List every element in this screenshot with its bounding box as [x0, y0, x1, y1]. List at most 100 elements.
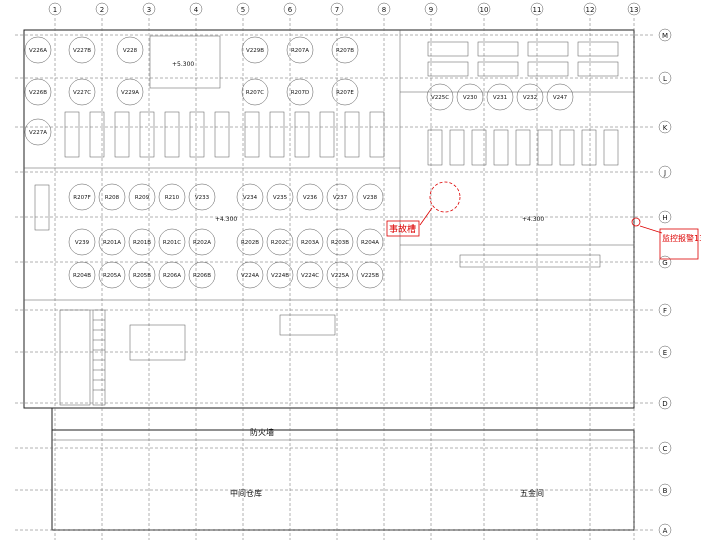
axis-label: 5	[241, 6, 245, 14]
tank-label: V232	[523, 95, 537, 101]
top-axis-bubbles: 1 2 3 4 5 6 7 8 9 10 11 12 13	[48, 2, 641, 16]
tank-outline	[266, 261, 294, 289]
tank-label: V227A	[29, 130, 47, 136]
axis-label: B	[663, 487, 668, 495]
tank: V232	[516, 83, 544, 111]
tank: R201C	[158, 228, 186, 256]
tank-outline	[326, 228, 354, 256]
tank: R202C	[266, 228, 294, 256]
tank-label: R207B	[336, 48, 354, 54]
tank-label: V229B	[246, 48, 264, 54]
tank: V235	[266, 183, 294, 211]
tank: R205B	[128, 261, 156, 289]
axis-label: 12	[586, 6, 595, 14]
tank: V228	[116, 36, 144, 64]
tank-label: R207F	[73, 195, 90, 201]
tank-label: V235	[273, 195, 288, 201]
accident-tank-marker: 事故槽	[386, 181, 461, 237]
tank-outline	[356, 261, 384, 289]
tank-label: V224A	[241, 273, 259, 279]
tank-outline	[456, 83, 484, 111]
fire-wall-label: 防火墙	[250, 427, 274, 437]
tank-outline	[188, 183, 216, 211]
tank: V229A	[116, 78, 144, 106]
tank: R201B	[128, 228, 156, 256]
tank-outline	[98, 261, 126, 289]
tank-outline	[188, 228, 216, 256]
tank-label: V238	[363, 195, 378, 201]
elevation-label: +4.300	[215, 216, 237, 223]
elevation-label: +4.300	[522, 216, 544, 223]
tank-label: R204A	[361, 240, 379, 246]
axis-label: D	[662, 400, 667, 408]
tank: V227A	[24, 118, 52, 146]
tank: V226B	[24, 78, 52, 106]
tank-label: V231	[493, 95, 507, 101]
tank: R207C	[241, 78, 269, 106]
tank-outline	[326, 183, 354, 211]
tank-label: R209	[135, 195, 150, 201]
tank-outline	[236, 183, 264, 211]
tank-label: V230	[463, 95, 478, 101]
tank-outline	[128, 261, 156, 289]
axis-label: M	[662, 32, 668, 40]
tank-label: V229A	[121, 90, 139, 96]
tank: V227C	[68, 78, 96, 106]
tank: R208	[98, 183, 126, 211]
tank-outline	[546, 83, 574, 111]
tank-label: V225A	[331, 273, 349, 279]
tank-label: R203B	[331, 240, 349, 246]
tank-label: V237	[333, 195, 348, 201]
tank-outline	[116, 36, 144, 64]
tank: R202B	[236, 228, 264, 256]
tank-outline	[98, 183, 126, 211]
tank: R207A	[286, 36, 314, 64]
axis-label: 1	[53, 6, 57, 14]
tank-label: V228	[123, 48, 138, 54]
tank: V225A	[326, 261, 354, 289]
tank: R204B	[68, 261, 96, 289]
tank-outline	[128, 228, 156, 256]
tank: V234	[236, 183, 264, 211]
tank-outline	[68, 228, 96, 256]
tank-outline	[128, 183, 156, 211]
tank-label: R201C	[163, 240, 181, 246]
axis-label: 13	[630, 6, 639, 14]
tank-outline	[331, 78, 359, 106]
tank-outline	[68, 36, 96, 64]
tank-label: V236	[303, 195, 318, 201]
tank-label: V227C	[73, 90, 91, 96]
axis-label: 7	[335, 6, 339, 14]
tank-label: R201A	[103, 240, 121, 246]
tank-label: R208	[105, 195, 120, 201]
tank-label: R203A	[301, 240, 319, 246]
tank: R202A	[188, 228, 216, 256]
tank-outline	[426, 83, 454, 111]
tank-label: R205A	[103, 273, 121, 279]
building-walls	[23, 29, 635, 531]
tank: R203B	[326, 228, 354, 256]
monitoring-marker: 监控报警13	[631, 217, 701, 260]
tank-label: V224C	[301, 273, 319, 279]
tank-label: V226B	[29, 90, 47, 96]
tank: R206B	[188, 261, 216, 289]
tank: V225C	[426, 83, 454, 111]
tank-outline	[68, 78, 96, 106]
axis-label: A	[663, 527, 668, 535]
tank-label: R207C	[246, 90, 264, 96]
tank: R203A	[296, 228, 324, 256]
tank-label: V226A	[29, 48, 47, 54]
tank-label: R204B	[73, 273, 91, 279]
tank-outline	[331, 36, 359, 64]
equipment-blocks	[34, 35, 619, 406]
tank-label: V247	[553, 95, 568, 101]
tank-label: R207A	[291, 48, 309, 54]
tank: R204A	[356, 228, 384, 256]
tank-outline	[236, 228, 264, 256]
tank-outline	[236, 261, 264, 289]
tank-label: R201B	[133, 240, 151, 246]
tank-outline	[158, 228, 186, 256]
tank-outline	[24, 78, 52, 106]
